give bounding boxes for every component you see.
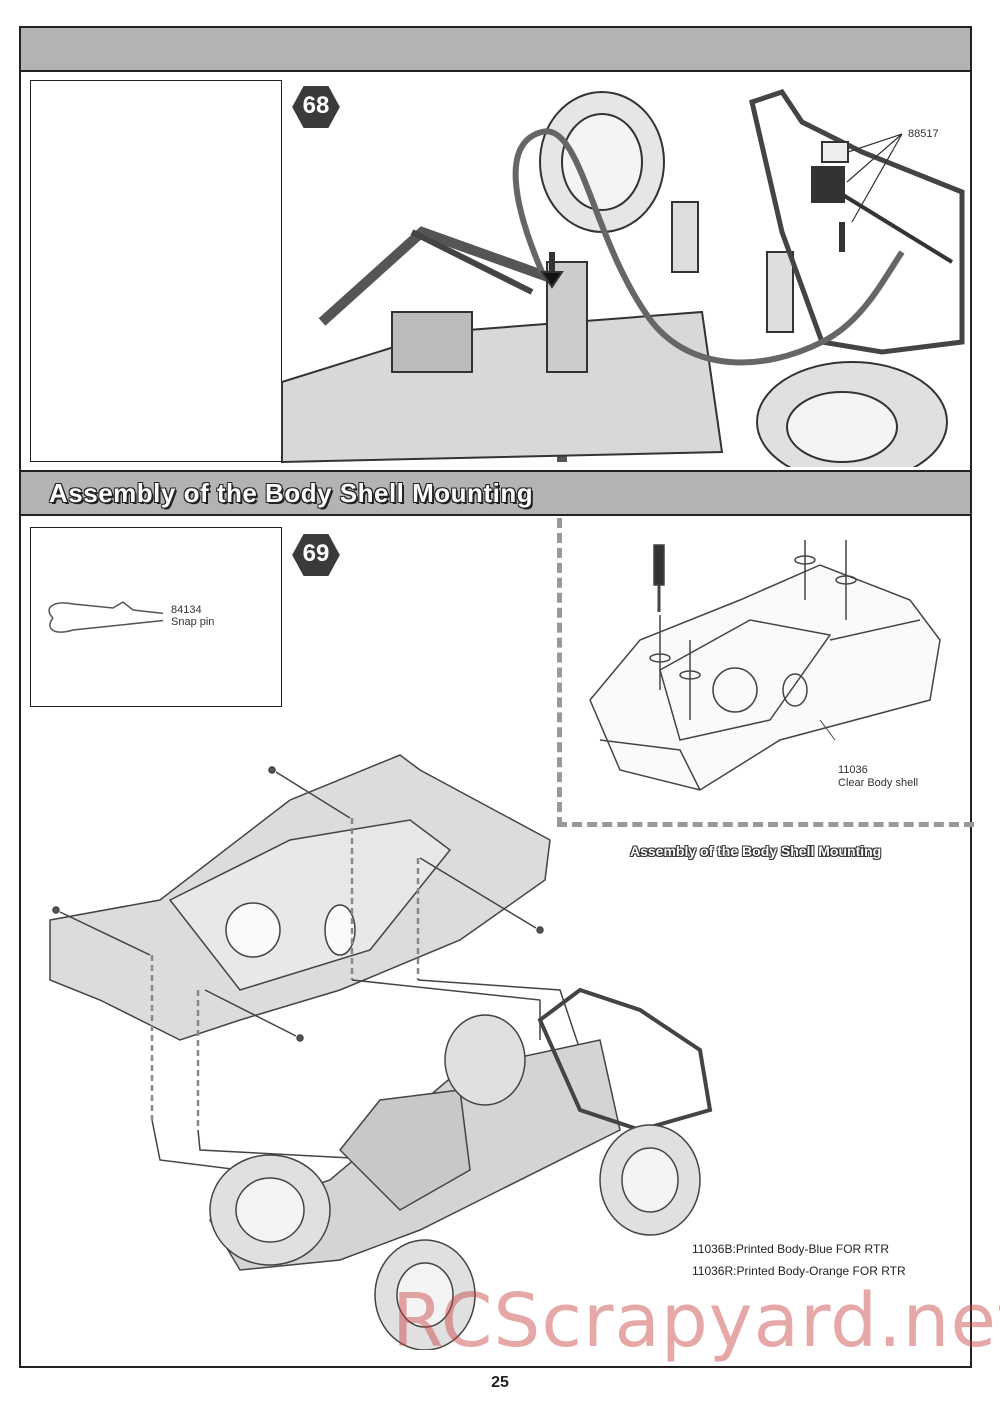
rtr-note-orange: 11036R:Printed Body-Orange FOR RTR [692,1264,906,1278]
page-frame [19,26,972,1368]
rtr-note-blue: 11036B:Printed Body-Blue FOR RTR [692,1242,889,1256]
body-shell-mounting-illustration [49,754,713,1350]
inset-clear-body-illustration [589,540,941,791]
page-number: 25 [491,1374,509,1391]
section-title: Assembly of the Body Shell Mounting [49,478,534,508]
hexagon-icon [290,84,342,130]
inset-caption: Assembly of the Body Shell Mounting [630,843,882,859]
section-header-bar: Assembly of the Body Shell Mounting [21,470,970,516]
inset-dashed-frame [557,518,974,827]
inset-part-code: 11036 [838,764,868,776]
step68-chassis-illustration [281,89,965,467]
part-name-snap-pin: Snap pin [171,616,215,628]
hexagon-icon [290,532,342,578]
snap-pin-icon [48,601,163,633]
step69-parts-box: 84134 Snap pin [30,527,282,707]
part-code-84134: 84134 [171,604,202,616]
step68-badge: 68 [290,84,342,130]
watermark: RCScrapyard.net [392,1278,1000,1364]
step69-number: 69 [302,540,330,567]
top-header-bar [21,28,970,72]
inset-part-name: Clear Body shell [838,777,919,789]
step68-part-label: 88517 [908,128,939,140]
step69-badge: 69 [290,532,342,578]
step68-parts-box [30,80,282,462]
step68-number: 68 [302,92,330,119]
